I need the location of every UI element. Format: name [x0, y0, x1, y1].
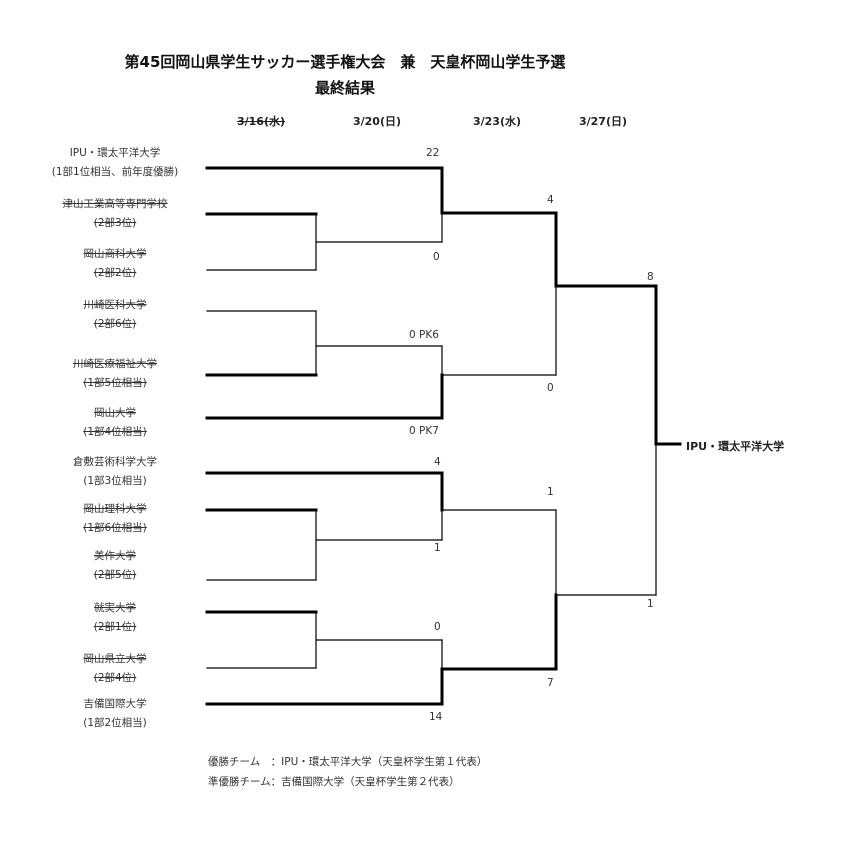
footer-runner-up: 準優勝チーム：吉備国際大学（天皇杯学生第２代表） — [208, 776, 460, 788]
score-label: 1 — [434, 542, 441, 554]
team-name: 岡山理科大学 — [83, 503, 147, 515]
team-name: 就実大学 — [94, 602, 136, 614]
team-name: 岡山県立大学 — [83, 653, 147, 665]
team-name: 倉敷芸術科学大学 — [73, 456, 157, 468]
team-rank: (2部1位) — [93, 621, 137, 633]
score-label: 1 — [647, 598, 654, 610]
team-entry: IPU・環太平洋大学 (1部1位相当、前年度優勝) — [30, 144, 200, 182]
team-entry: 倉敷芸術科学大学 (1部3位相当) — [30, 453, 200, 491]
score-label: 4 — [547, 194, 554, 206]
score-label: 4 — [434, 456, 441, 468]
team-entry: 津山工業高等専門学校 (2部3位) — [30, 195, 200, 233]
team-name: 岡山大学 — [94, 407, 136, 419]
team-name: 津山工業高等専門学校 — [62, 198, 168, 210]
score-label: 0 PK7 — [409, 425, 439, 437]
team-entry: 岡山理科大学 (1部6位相当) — [30, 500, 200, 538]
footer-champion: 優勝チーム ：IPU・環太平洋大学（天皇杯学生第１代表） — [208, 756, 488, 768]
team-rank: (2部6位) — [93, 318, 137, 330]
score-label: 0 — [434, 621, 441, 633]
team-rank: (2部4位) — [93, 672, 137, 684]
team-name: 岡山商科大学 — [83, 248, 147, 260]
final-date: 3/27(日) — [578, 115, 628, 128]
team-entry: 岡山商科大学 (2部2位) — [30, 245, 200, 283]
team-name: 川崎医科大学 — [83, 299, 147, 311]
team-name: IPU・環太平洋大学 — [69, 147, 161, 159]
page-title: 第45回岡山県学生サッカー選手権大会 兼 天皇杯岡山学生予選 — [124, 53, 566, 71]
page-subtitle: 最終結果 — [314, 79, 375, 97]
team-rank: (2部5位) — [93, 569, 137, 581]
score-label: 0 — [547, 382, 554, 394]
team-entry: 美作大学 (2部5位) — [30, 547, 200, 585]
team-rank: (1部2位相当) — [83, 717, 147, 729]
team-rank: (1部6位相当) — [83, 522, 147, 534]
score-label: 0 — [433, 251, 440, 263]
score-label: 8 — [647, 271, 654, 283]
team-name: 川崎医療福祉大学 — [73, 358, 157, 370]
score-label: 22 — [426, 147, 440, 159]
team-entry: 吉備国際大学 (1部2位相当) — [30, 695, 200, 733]
team-rank: (1部5位相当) — [83, 377, 147, 389]
champion-label: IPU・環太平洋大学 — [686, 440, 785, 453]
team-entry: 岡山県立大学 (2部4位) — [30, 650, 200, 688]
semifinal-date: 3/23(水) — [472, 115, 522, 128]
round2-date: 3/20(日) — [352, 115, 402, 128]
team-entry: 川崎医科大学 (2部6位) — [30, 296, 200, 334]
team-rank: (1部1位相当、前年度優勝) — [51, 166, 179, 178]
team-entry: 川崎医療福祉大学 (1部5位相当) — [30, 355, 200, 393]
team-rank: (1部3位相当) — [83, 475, 147, 487]
team-rank: (1部4位相当) — [83, 426, 147, 438]
score-label: 7 — [547, 677, 554, 689]
score-label: 0 PK6 — [409, 329, 439, 341]
team-entry: 就実大学 (2部1位) — [30, 599, 200, 637]
team-name: 美作大学 — [94, 550, 136, 562]
team-name: 吉備国際大学 — [83, 698, 147, 710]
team-rank: (2部3位) — [93, 217, 137, 229]
round1-date: 3/16(水) — [236, 115, 286, 128]
score-label: 14 — [429, 711, 443, 723]
team-rank: (2部2位) — [93, 267, 137, 279]
team-entry: 岡山大学 (1部4位相当) — [30, 404, 200, 442]
score-label: 1 — [547, 486, 554, 498]
